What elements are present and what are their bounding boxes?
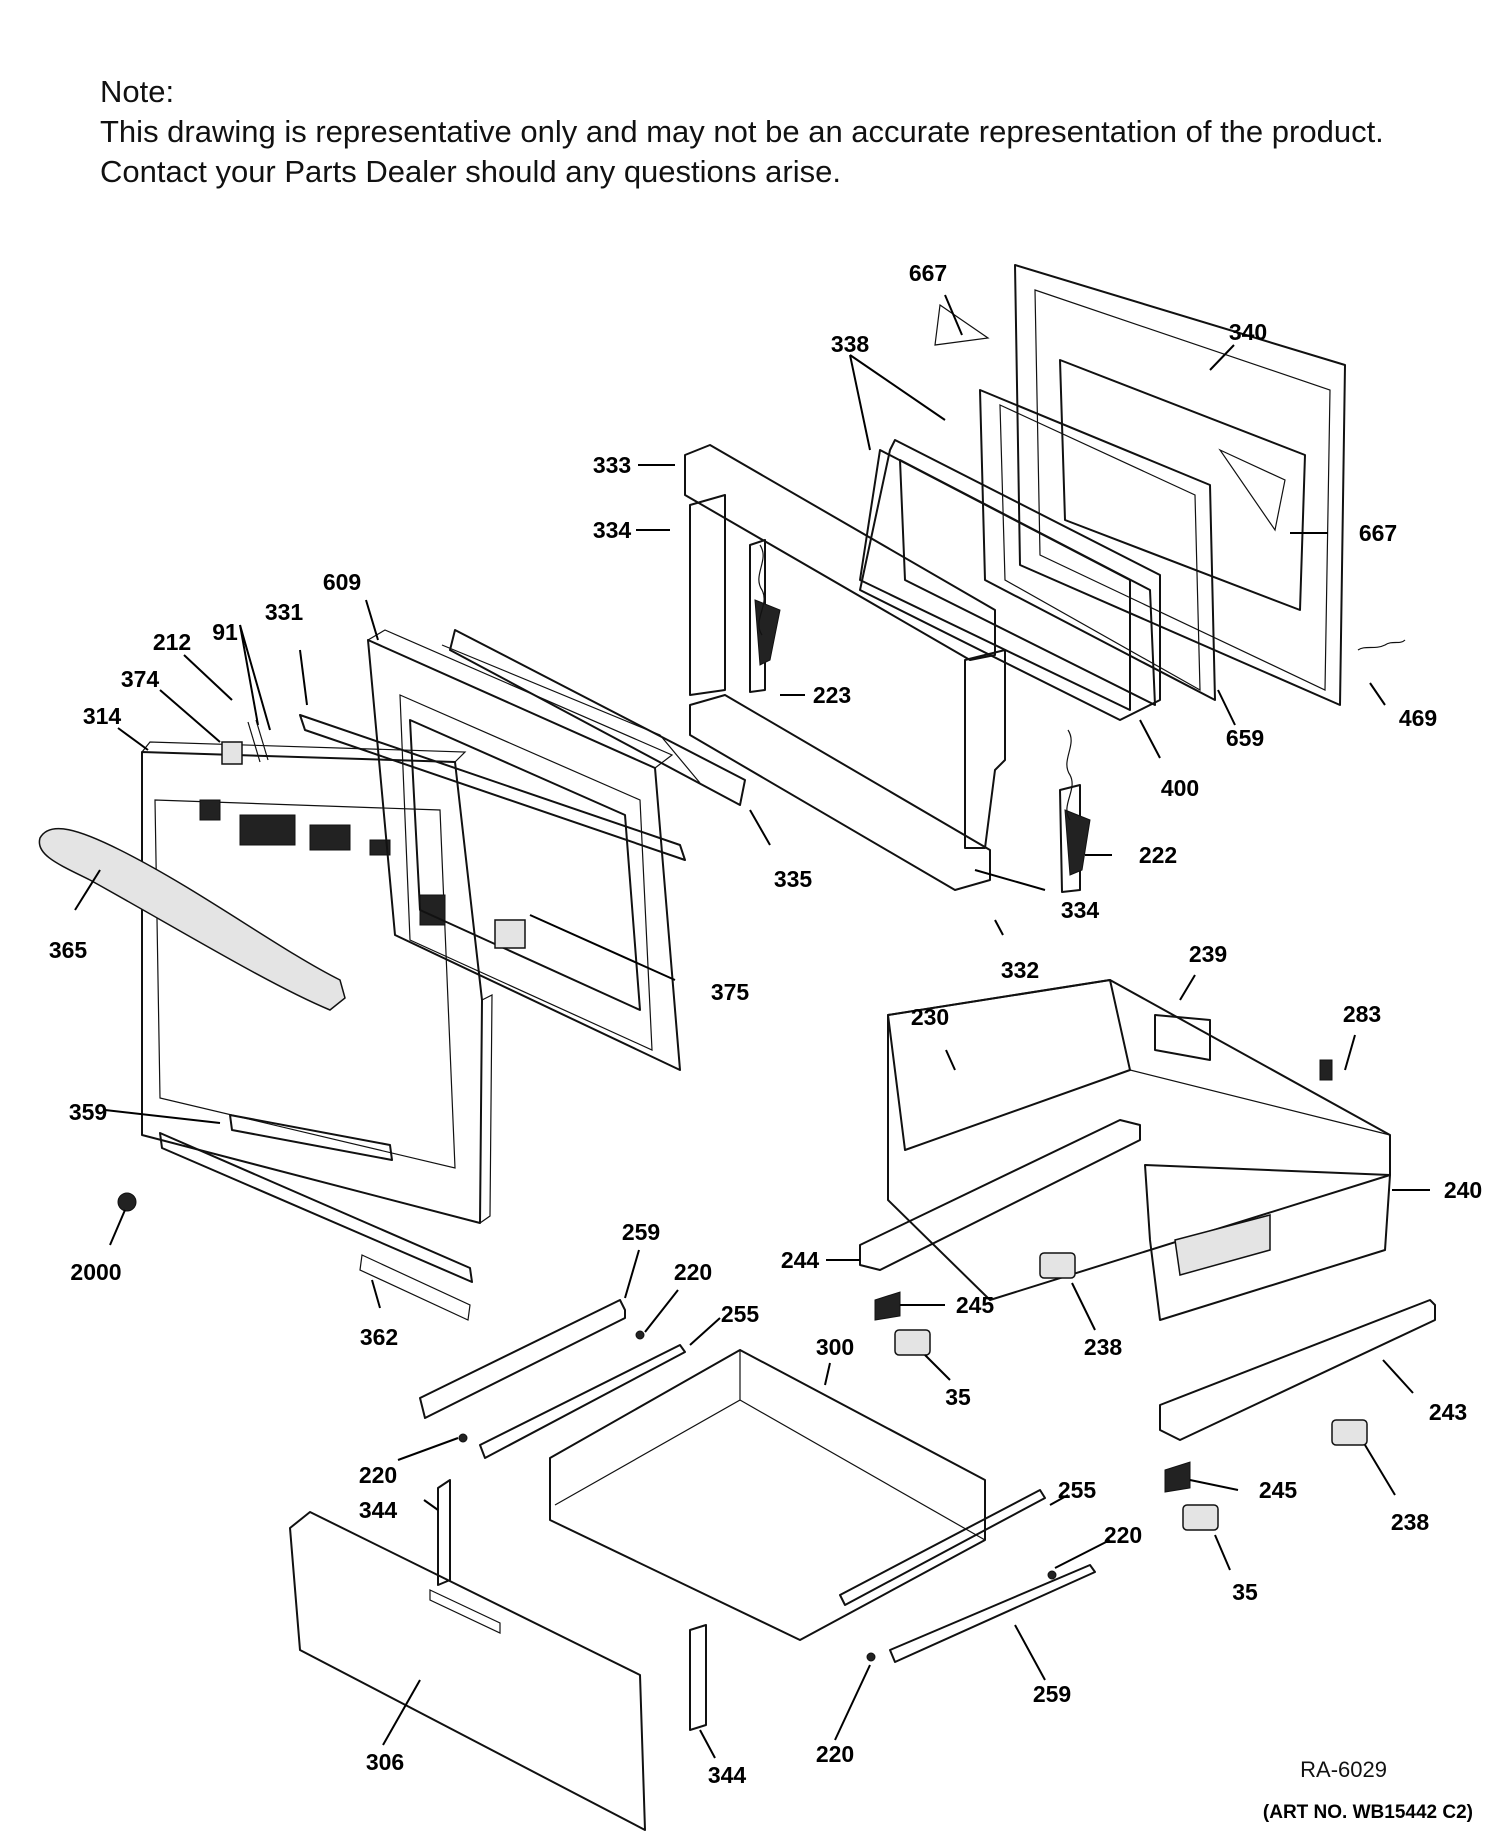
callout-340: 340	[1229, 319, 1267, 345]
door-handle	[38, 827, 346, 1011]
diagram-note: Note: This drawing is representative onl…	[100, 72, 1460, 192]
callout-222: 222	[1139, 842, 1177, 868]
callout-334-top: 334	[593, 517, 632, 543]
callout-255-top: 255	[721, 1301, 760, 1327]
callout-244: 244	[781, 1247, 820, 1273]
art-number: (ART NO. WB15442 C2)	[1263, 1802, 1473, 1823]
callout-344-left: 344	[359, 1497, 398, 1523]
drawer-brackets	[437, 1330, 1057, 1731]
drawer-front	[289, 1511, 646, 1831]
door-top-channel	[299, 629, 746, 861]
callout-314: 314	[83, 703, 122, 729]
door-small-parts	[117, 719, 269, 1212]
callout-220-b: 220	[359, 1462, 397, 1488]
callout-344-bottom: 344	[708, 1762, 747, 1788]
callout-223: 223	[813, 682, 851, 708]
callout-306: 306	[366, 1749, 404, 1775]
body-rails	[859, 1119, 1436, 1441]
callout-238-top: 238	[1084, 1334, 1123, 1360]
body-frame	[887, 979, 1391, 1321]
callout-667-top: 667	[909, 260, 947, 286]
callout-300: 300	[816, 1334, 854, 1360]
callout-332: 332	[1001, 957, 1039, 983]
callout-245-top: 245	[956, 1292, 995, 1318]
door-bottom-trim	[159, 1114, 473, 1321]
small-parts-top	[934, 303, 1406, 651]
callout-220-a: 220	[674, 1259, 712, 1285]
leader-lines	[74, 294, 1430, 1759]
drawer-box	[549, 1348, 986, 1641]
callout-374: 374	[121, 666, 160, 692]
callout-239: 239	[1189, 941, 1227, 967]
door-insulation	[684, 444, 1006, 891]
callout-220-c: 220	[1104, 1522, 1142, 1548]
door-inner-window	[409, 719, 641, 1011]
callout-335: 335	[774, 866, 813, 892]
callout-362: 362	[360, 1324, 398, 1350]
callout-2000: 2000	[70, 1259, 121, 1285]
callout-359: 359	[69, 1099, 107, 1125]
door-glass-layers	[859, 389, 1216, 721]
callout-659: 659	[1226, 725, 1264, 751]
note-line-2: Contact your Parts Dealer should any que…	[100, 154, 841, 189]
callout-400: 400	[1161, 775, 1199, 801]
callout-35-bottom: 35	[1232, 1579, 1258, 1605]
door-hinges	[749, 539, 1091, 893]
callout-365: 365	[49, 937, 88, 963]
callout-245-bottom: 245	[1259, 1477, 1298, 1503]
callout-609: 609	[323, 569, 361, 595]
callout-259-bottom: 259	[1033, 1681, 1071, 1707]
note-line-1: This drawing is representative only and …	[100, 114, 1384, 149]
callout-labels: 667 340 338 333 667 334 609 331 212 91 3…	[49, 260, 1482, 1788]
callout-667-right: 667	[1359, 520, 1397, 546]
door-inner-liner	[1014, 264, 1346, 706]
callout-212: 212	[153, 629, 191, 655]
callout-331: 331	[265, 599, 304, 625]
callout-333: 333	[593, 452, 631, 478]
callout-35-top: 35	[945, 1384, 971, 1410]
callout-283: 283	[1343, 1001, 1381, 1027]
callout-338: 338	[831, 331, 870, 357]
note-heading: Note:	[100, 74, 175, 109]
callout-243: 243	[1429, 1399, 1467, 1425]
callout-91: 91	[212, 619, 238, 645]
callout-240: 240	[1444, 1177, 1482, 1203]
callout-375: 375	[711, 979, 750, 1005]
callout-255-bottom: 255	[1058, 1477, 1097, 1503]
figure-reference: RA-6029	[1300, 1757, 1387, 1782]
body-feet	[874, 1059, 1368, 1531]
callout-334-bottom: 334	[1061, 897, 1100, 923]
drawer-rails	[419, 1299, 1096, 1663]
callout-230: 230	[911, 1004, 949, 1030]
callout-259-top: 259	[622, 1219, 660, 1245]
callout-469: 469	[1399, 705, 1437, 731]
callout-238-bottom: 238	[1391, 1509, 1430, 1535]
callout-220-d: 220	[816, 1741, 854, 1767]
